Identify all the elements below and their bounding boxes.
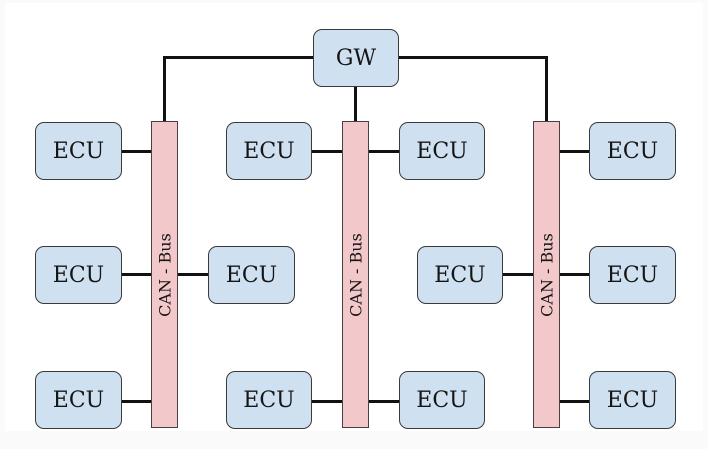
link (310, 400, 343, 403)
gateway-node: GW (313, 29, 399, 87)
can-bus-label: CAN - Bus (346, 232, 365, 317)
link (120, 150, 152, 153)
link (500, 273, 534, 276)
ecu-label: ECU (225, 262, 278, 288)
ecu-node: ECU (417, 246, 503, 304)
ecu-node: ECU (35, 122, 122, 180)
link (557, 273, 591, 276)
link (367, 400, 401, 403)
ecu-node: ECU (35, 371, 122, 429)
ecu-node: ECU (399, 371, 485, 429)
ecu-node: ECU (399, 122, 485, 180)
gw-link-left-vertical (163, 56, 166, 122)
ecu-node: ECU (589, 246, 676, 304)
ecu-label: ECU (606, 138, 659, 164)
ecu-node: ECU (35, 246, 122, 304)
ecu-node: ECU (589, 371, 676, 429)
can-bus-label: CAN - Bus (155, 232, 174, 317)
ecu-label: ECU (52, 262, 105, 288)
can-bus-label: CAN - Bus (537, 232, 556, 317)
link (310, 150, 343, 153)
ecu-node: ECU (226, 371, 312, 429)
ecu-node: ECU (208, 246, 295, 304)
link (176, 273, 210, 276)
gateway-label: GW (335, 45, 377, 71)
link (557, 150, 591, 153)
ecu-label: ECU (606, 387, 659, 413)
ecu-label: ECU (243, 138, 295, 164)
can-bus-2: CAN - Bus (342, 121, 369, 428)
link (120, 400, 152, 403)
can-bus-3: CAN - Bus (533, 121, 560, 428)
ecu-label: ECU (416, 387, 468, 413)
ecu-node: ECU (589, 122, 676, 180)
ecu-node: ECU (226, 122, 312, 180)
ecu-label: ECU (416, 138, 468, 164)
gw-link-right-vertical (545, 56, 548, 122)
gw-link-left-horizontal (163, 56, 314, 59)
ecu-label: ECU (606, 262, 659, 288)
gw-link-right-horizontal (397, 56, 548, 59)
can-bus-1: CAN - Bus (151, 121, 178, 428)
gw-link-center-vertical (354, 86, 357, 122)
ecu-label: ECU (52, 387, 105, 413)
link (367, 150, 401, 153)
ecu-label: ECU (243, 387, 295, 413)
ecu-label: ECU (434, 262, 486, 288)
link (557, 400, 591, 403)
ecu-label: ECU (52, 138, 105, 164)
link (120, 273, 152, 276)
